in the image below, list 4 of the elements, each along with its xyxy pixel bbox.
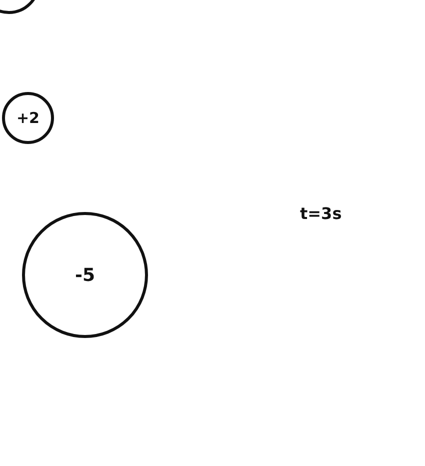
circle-label: -5 — [75, 264, 95, 286]
time-label: t=3s — [300, 204, 342, 223]
number-circle — [2, 92, 54, 144]
circle-label: +2 — [16, 109, 40, 127]
